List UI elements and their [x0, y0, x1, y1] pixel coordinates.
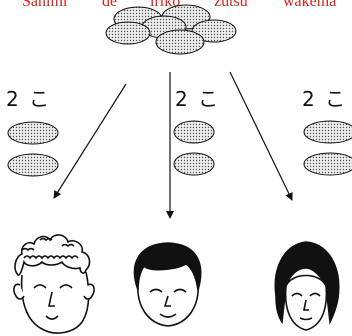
person-short-hair-icon: [133, 242, 202, 327]
group-1-count: 2 こ: [6, 87, 52, 111]
title-word-4: zutsu: [214, 0, 248, 10]
cookie-icon: [303, 120, 352, 144]
cookie-icon: [173, 120, 215, 144]
arrow-icon: [229, 71, 293, 201]
cookie-icon: [7, 121, 59, 145]
arrow-icon: [53, 83, 127, 199]
title-word-5: wakema: [283, 0, 337, 10]
person-curly-hair-icon: [13, 234, 95, 334]
cookie-pile-icon: [105, 4, 237, 55]
group-1-cookies: [7, 121, 59, 177]
title-word-2: de: [102, 0, 118, 10]
group-3-cookies: [303, 120, 352, 176]
cookie-icon: [173, 152, 215, 176]
title-word-1: Sanimi: [22, 0, 68, 10]
group-3-count: 2 こ: [302, 87, 348, 111]
cookie-icon: [7, 153, 59, 177]
person-bob-hair-icon: [274, 241, 340, 331]
group-2-count: 2 こ: [175, 87, 221, 111]
cookie-icon: [303, 152, 352, 176]
group-2-cookies: [173, 120, 215, 176]
title-word-3: iriko: [150, 0, 181, 10]
